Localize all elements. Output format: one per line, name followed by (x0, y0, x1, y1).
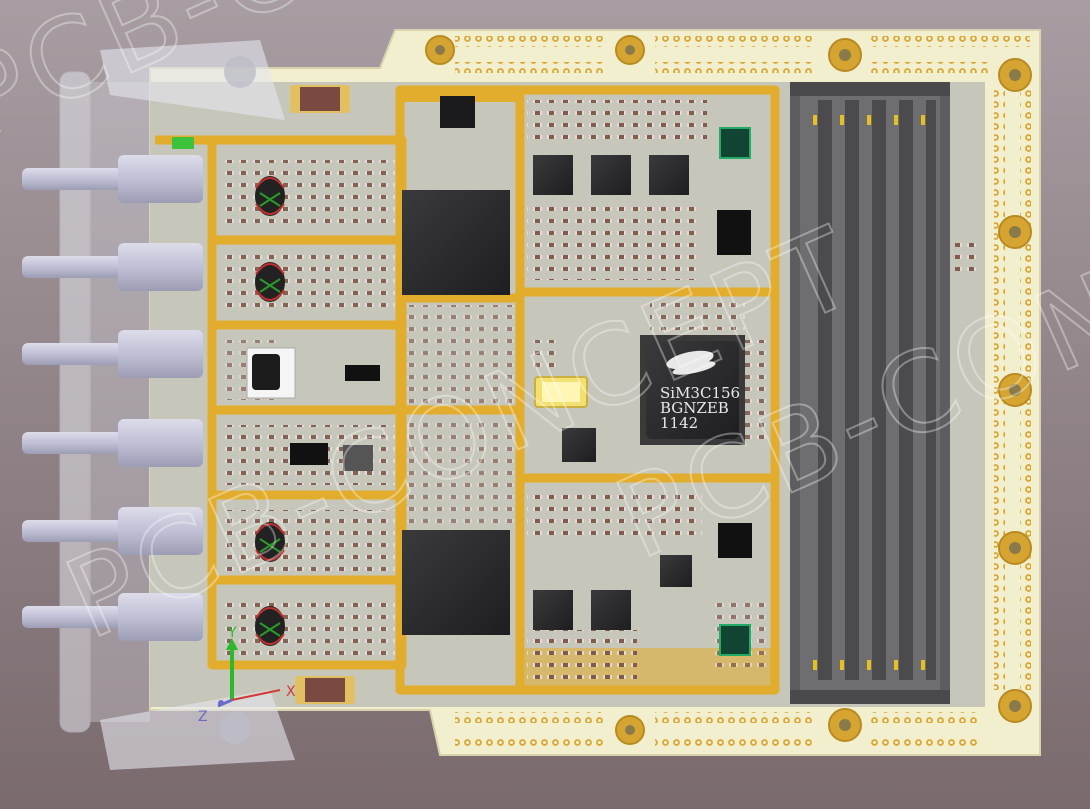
silicon-labs-logo-icon (666, 350, 716, 376)
integrated-circuits (246, 96, 752, 656)
large-ic-bottom (402, 530, 510, 635)
axis-y-label: Y (227, 625, 237, 641)
large-ic-top (402, 190, 510, 295)
mcu-marking-line3: 1142 (660, 414, 698, 432)
mcu-marking-line1: SiM3C156 (660, 384, 740, 402)
edge-connector (790, 82, 950, 704)
rf-transformers (255, 176, 285, 646)
mcu-marking-line2: BGNZEB (660, 399, 729, 417)
axis-x-label: X (286, 684, 296, 700)
coax-connectors (22, 155, 203, 641)
mcu-chip: SiM3C156 BGNZEB 1142 (640, 335, 745, 445)
axis-triad: Y X Z (198, 625, 296, 725)
axis-z-label: Z (198, 709, 208, 725)
